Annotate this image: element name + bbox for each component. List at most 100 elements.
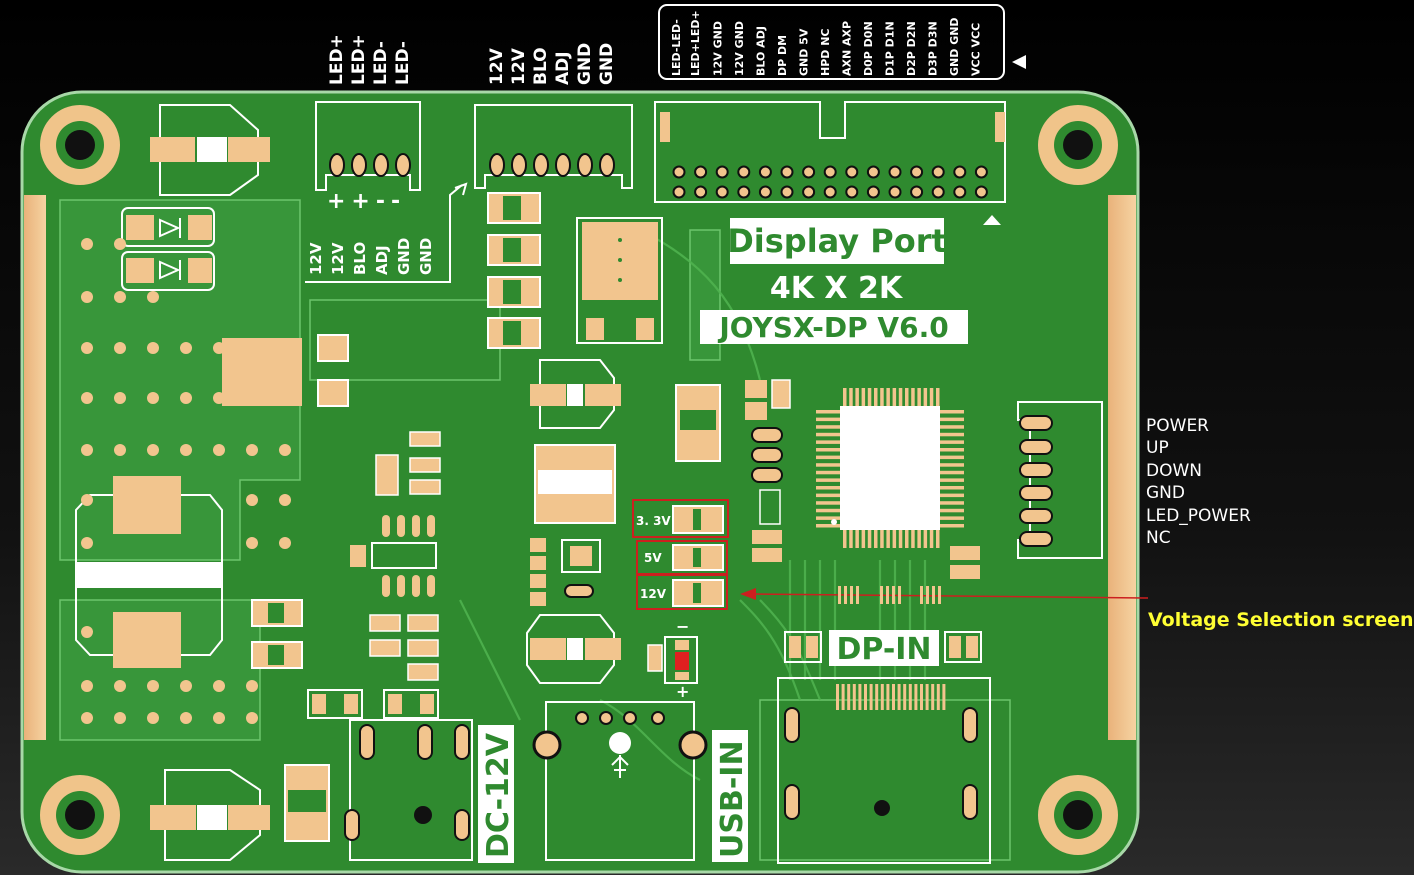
ic-pin xyxy=(940,455,964,460)
dc-label-bg xyxy=(478,725,514,863)
header-pin xyxy=(845,165,859,179)
ic-pin xyxy=(940,486,964,490)
usb-in-label: USB-IN xyxy=(715,740,750,858)
ic-pin xyxy=(816,455,840,460)
header-pin-label: BLO ADJ xyxy=(755,26,768,76)
header-pin xyxy=(845,185,859,199)
dp-pin xyxy=(844,586,847,604)
ic-pin xyxy=(940,417,964,422)
ic-pin xyxy=(940,425,964,429)
voltage-option-label: 5V xyxy=(644,551,662,565)
header-pin xyxy=(888,165,902,179)
dp-in-label-bg xyxy=(829,630,939,666)
voltage-option-label: 3. 3V xyxy=(636,514,671,528)
power-board-label: GND xyxy=(417,238,435,275)
led-minus-label: − xyxy=(676,617,689,636)
ic-pin xyxy=(892,530,897,548)
power-board-label: ADJ xyxy=(373,245,391,275)
copper-pour xyxy=(59,199,1011,861)
status-led xyxy=(647,636,698,684)
ic-pin xyxy=(816,508,840,513)
voltage-option-12v-box xyxy=(636,574,728,610)
header-pin-label: VCC VCC xyxy=(970,23,983,76)
header-pin-label: LED-LED- xyxy=(670,19,683,76)
dp-pin xyxy=(942,684,946,710)
voltage-selector xyxy=(632,499,729,610)
header-pin xyxy=(974,165,988,179)
ic-pin xyxy=(816,417,840,422)
callout-line xyxy=(751,593,1149,599)
power-connector xyxy=(305,104,633,283)
dp-pin xyxy=(886,586,889,604)
dp-pin xyxy=(932,586,935,604)
ic-pin xyxy=(816,432,840,437)
keypad-connector xyxy=(1017,401,1103,559)
ic-pin xyxy=(880,388,884,406)
led-polarity-label: ++-- xyxy=(327,189,406,214)
ic-pin xyxy=(816,516,840,520)
ic-pin xyxy=(816,493,840,498)
ic-pin xyxy=(816,524,840,528)
dp-pin xyxy=(858,684,862,710)
ic-pin xyxy=(855,388,859,406)
dp-pin xyxy=(880,586,883,604)
header-pin xyxy=(866,165,880,179)
ic-pin xyxy=(874,530,878,548)
ic-pin xyxy=(940,463,964,467)
power-pin-labels: 12V 12V BLO ADJ GND GND xyxy=(487,43,617,85)
header-pin xyxy=(823,185,837,199)
left-power-components xyxy=(75,104,349,861)
ic-pin xyxy=(816,486,840,490)
ic-pin xyxy=(923,388,928,406)
header-pin xyxy=(694,165,708,179)
title-background xyxy=(730,218,944,264)
header-pin-label: D2P D2N xyxy=(905,21,918,76)
ic-pin xyxy=(816,425,840,429)
dp-pin xyxy=(914,684,918,710)
ic-pin xyxy=(940,478,964,482)
header-pin xyxy=(715,165,729,179)
ic-pin xyxy=(849,388,853,406)
ic-pin xyxy=(843,530,847,548)
power-board-label: 12V xyxy=(307,242,325,275)
dp-pin xyxy=(897,684,901,710)
keypad-pin-label: LED_POWER xyxy=(1146,505,1251,526)
dp-in-label: DP-IN xyxy=(836,632,931,667)
dp-pin xyxy=(925,684,929,710)
voltage-option-label: 12V xyxy=(640,587,667,601)
board-model: JOYSX-DP V6.0 xyxy=(717,311,948,344)
header-pin xyxy=(737,165,751,179)
ic-pin xyxy=(940,440,964,444)
power-pin-label: 12V xyxy=(487,47,507,85)
dp-pin xyxy=(938,586,941,604)
ic-pin xyxy=(911,388,915,406)
header-pin-label: D3P D3N xyxy=(927,21,940,76)
header-pin-label: 12V GND xyxy=(733,21,746,76)
power-pin-label: 12V xyxy=(509,47,529,85)
power-board-label: BLO xyxy=(351,242,369,275)
keypad-pin-label: NC xyxy=(1146,528,1171,549)
header-pin-label: HPD NC xyxy=(819,28,832,76)
ic-pin xyxy=(898,530,903,548)
dp-pin xyxy=(886,684,890,710)
ic-pin xyxy=(816,410,840,414)
ic-pin xyxy=(911,530,915,548)
header-pin xyxy=(910,185,924,199)
edge-strip-right xyxy=(1108,195,1136,740)
keypad-pin-label: UP xyxy=(1146,438,1169,459)
ic-pin xyxy=(849,530,853,548)
dp-pin xyxy=(920,684,923,710)
dp-pin xyxy=(898,586,901,604)
ic-pin xyxy=(816,478,840,482)
keypad-pin-label: GND xyxy=(1146,483,1185,504)
led-plus-label: + xyxy=(676,682,689,701)
dp-pin xyxy=(892,586,895,604)
power-pin-label: BLO xyxy=(531,47,551,85)
smd-pads-column xyxy=(487,192,663,349)
ic-pin xyxy=(880,530,884,548)
keypad-pin-label: POWER xyxy=(1146,416,1209,436)
dp-pin xyxy=(856,586,859,604)
header-pin xyxy=(694,185,708,199)
